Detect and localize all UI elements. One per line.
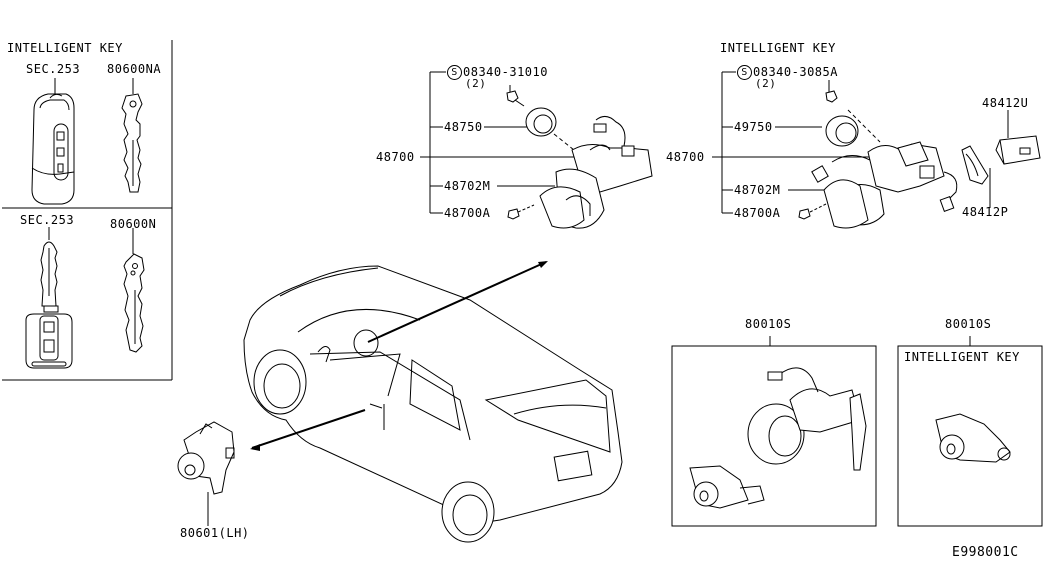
label-sec253-fob[interactable]: SEC.253 — [26, 62, 81, 76]
key-set-standard-drawing — [690, 368, 866, 508]
standard-key-drawing — [26, 227, 72, 368]
callout-arrows — [250, 261, 548, 451]
label-screw-qty: (2) — [755, 77, 777, 90]
label-48700-ik[interactable]: 48700 — [666, 150, 705, 164]
s-symbol-icon: S — [447, 65, 462, 80]
label-48702m-ik[interactable]: 48702M — [734, 183, 781, 197]
key-set-intelligent-heading: INTELLIGENT KEY — [904, 350, 1020, 364]
label-80010s-intelligent[interactable]: 80010S — [945, 317, 992, 331]
label-48412p[interactable]: 48412P — [962, 205, 1009, 219]
key-panel-heading: INTELLIGENT KEY — [7, 41, 123, 55]
label-sec253-key[interactable]: SEC.253 — [20, 213, 75, 227]
vehicle-drawing — [244, 266, 622, 542]
label-48412u[interactable]: 48412U — [982, 96, 1029, 110]
standard-steering-lock-drawing — [507, 91, 652, 228]
label-48700a-ik[interactable]: 48700A — [734, 206, 781, 220]
label-80601-lh[interactable]: 80601(LH) — [180, 526, 250, 540]
s-symbol-icon: S — [737, 65, 752, 80]
label-48700[interactable]: 48700 — [376, 150, 415, 164]
key-blank-80600n-drawing — [124, 228, 144, 352]
label-80010s-standard[interactable]: 80010S — [745, 317, 792, 331]
label-49750[interactable]: 49750 — [734, 120, 773, 134]
intelligent-steering-lock-drawing — [799, 91, 1040, 228]
label-80600na[interactable]: 80600NA — [107, 62, 162, 76]
key-set-boxes — [672, 336, 1042, 526]
key-blank-80600na-drawing — [122, 78, 142, 192]
key-panel-frame — [2, 40, 172, 380]
diagram-id-code: E998001C — [952, 545, 1019, 560]
intelligent-key-fob-drawing — [32, 78, 74, 204]
door-lock-cylinder-drawing — [178, 422, 234, 526]
label-80600n[interactable]: 80600N — [110, 217, 157, 231]
label-48750[interactable]: 48750 — [444, 120, 483, 134]
label-48702m[interactable]: 48702M — [444, 179, 491, 193]
key-set-intelligent-drawing — [936, 414, 1010, 462]
label-48700a[interactable]: 48700A — [444, 206, 491, 220]
standard-lock-leaders — [420, 72, 575, 213]
label-screw-qty: (2) — [465, 77, 487, 90]
intelligent-lock-heading: INTELLIGENT KEY — [720, 41, 836, 55]
